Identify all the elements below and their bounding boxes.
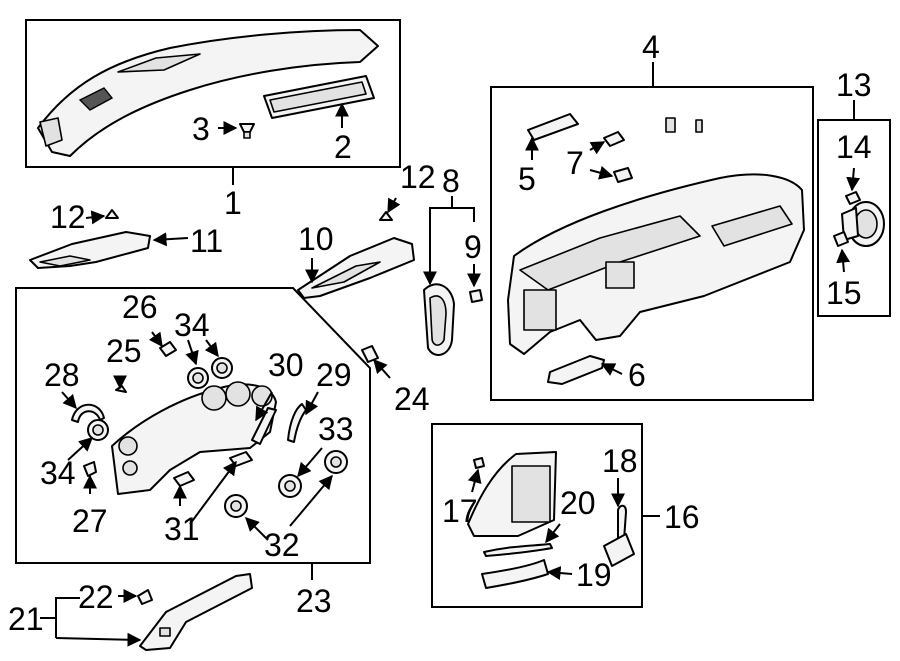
switch-clip <box>833 231 849 247</box>
defroster-vent <box>527 113 579 141</box>
glove-latch-strap <box>603 504 635 567</box>
small-clips <box>665 117 703 133</box>
callout-34-top: 34 <box>174 307 210 343</box>
switch-bulb <box>845 191 861 205</box>
callout-32: 32 <box>264 527 300 563</box>
callout-25: 25 <box>106 333 142 369</box>
group-box-dash-top <box>25 19 401 168</box>
callout-1: 1 <box>224 185 242 221</box>
callout-2: 2 <box>334 129 352 165</box>
push-clip <box>239 123 255 139</box>
bulb-sockets <box>603 131 633 183</box>
callout-27: 27 <box>72 503 108 539</box>
callout-20: 20 <box>560 485 596 521</box>
glove-clip <box>473 457 485 469</box>
defroster-grille <box>263 75 375 119</box>
callout-26: 26 <box>122 289 158 325</box>
gauge-ring-left <box>87 419 109 441</box>
gauge-rings-top <box>187 357 233 389</box>
callout-11: 11 <box>190 223 223 259</box>
callout-12-left: 12 <box>50 199 86 235</box>
group-box-cluster <box>15 287 371 564</box>
callout-labels: 1 2 3 4 5 6 7 8 9 10 11 12 12 13 14 15 1… <box>8 29 872 637</box>
callout-10: 10 <box>298 221 334 257</box>
callout-3: 3 <box>192 111 210 147</box>
callout-15: 15 <box>826 275 862 311</box>
callout-34-left: 34 <box>40 455 76 491</box>
instrument-panel <box>507 173 805 355</box>
glove-check-strap <box>481 559 549 589</box>
callout-13: 13 <box>836 67 872 103</box>
callout-16: 16 <box>664 499 700 535</box>
callout-33: 33 <box>318 411 354 447</box>
cup-holder-bracket <box>547 355 605 385</box>
callout-28: 28 <box>44 357 80 393</box>
upper-trim-pad <box>37 29 379 157</box>
bolster-clip <box>137 589 153 605</box>
ignition-switch <box>841 201 885 247</box>
callout-21: 21 <box>8 601 44 637</box>
cluster-bezel <box>111 381 277 495</box>
callout-4: 4 <box>642 29 660 65</box>
callout-18: 18 <box>602 443 638 479</box>
callout-19: 19 <box>576 557 612 593</box>
callout-30: 30 <box>268 347 304 383</box>
callout-12-center: 12 <box>400 159 436 195</box>
callout-22: 22 <box>78 579 114 615</box>
callout-31: 31 <box>164 511 200 547</box>
knee-bolster-panel <box>139 573 253 651</box>
callout-24: 24 <box>394 381 430 417</box>
left-trim-panel <box>29 231 151 269</box>
callout-9: 9 <box>464 229 482 265</box>
bolt <box>361 345 379 363</box>
glove-seal <box>483 543 553 557</box>
glove-box-door <box>467 451 557 537</box>
callout-23: 23 <box>296 583 332 619</box>
callout-17: 17 <box>442 493 478 529</box>
clip-center <box>379 211 393 221</box>
callout-7: 7 <box>566 145 584 181</box>
callout-14: 14 <box>836 129 872 165</box>
clip-left <box>105 209 119 219</box>
vent-knobs <box>224 450 348 518</box>
side-airbag-cover <box>423 283 455 356</box>
airbag-clip <box>469 289 483 303</box>
leader-lines <box>40 62 861 647</box>
callout-5: 5 <box>518 161 536 197</box>
callout-8: 8 <box>442 163 460 199</box>
callout-6: 6 <box>628 357 646 393</box>
center-trim-panel <box>297 237 415 299</box>
callout-29: 29 <box>316 357 352 393</box>
